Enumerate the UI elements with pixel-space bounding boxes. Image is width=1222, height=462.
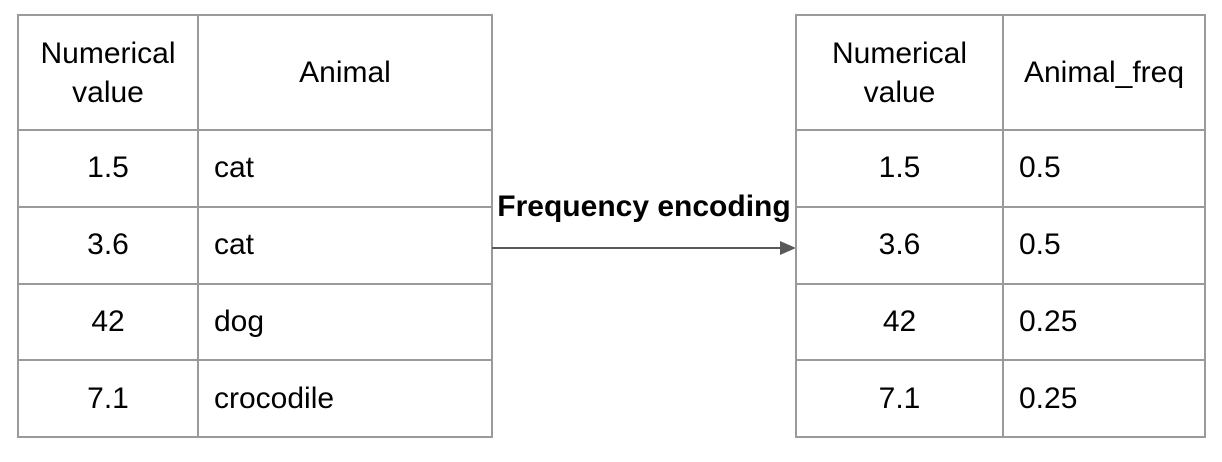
- numerical-value-cell: 42: [882, 304, 917, 338]
- numerical-value-cell: 7.1: [878, 381, 921, 415]
- animal-cell: dog: [197, 284, 491, 360]
- animal-cell: cat: [197, 207, 491, 283]
- frequency-encoding-label: Frequency encoding: [497, 190, 791, 223]
- table-header-row: Numerical value Animal: [19, 16, 491, 129]
- output-table: Numerical value Animal_freq 1.5 0.5 3.6 …: [795, 14, 1206, 438]
- animal-cell: cat: [197, 131, 491, 206]
- animal-freq-cell: 0.25: [1002, 284, 1204, 360]
- animal-freq-cell: 0.25: [1002, 361, 1204, 436]
- table-row: 42 dog: [19, 282, 491, 360]
- numerical-value-cell: 7.1: [87, 381, 129, 415]
- table-row: 3.6 0.5: [797, 205, 1204, 283]
- input-table: Numerical value Animal 1.5 cat 3.6 cat 4…: [17, 14, 493, 438]
- numerical-value-cell: 1.5: [87, 151, 129, 185]
- header-cell-animal: Animal: [197, 16, 491, 129]
- header-label: Animal_freq: [1023, 56, 1185, 89]
- animal-freq-cell: 0.5: [1002, 131, 1204, 206]
- table-row: 7.1 crocodile: [19, 359, 491, 436]
- header-label: Numerical value: [40, 36, 176, 109]
- animal-cell: crocodile: [197, 361, 491, 436]
- table-row: 7.1 0.25: [797, 359, 1204, 436]
- header-cell-numerical-value: Numerical value: [797, 16, 1002, 129]
- right-arrow-icon: [492, 241, 796, 255]
- header-label: Numerical value: [831, 36, 968, 109]
- table-row: 42 0.25: [797, 282, 1204, 360]
- animal-freq-cell: 0.5: [1002, 207, 1204, 283]
- numerical-value-cell: 42: [91, 304, 125, 338]
- numerical-value-cell: 1.5: [878, 151, 921, 185]
- table-header-row: Numerical value Animal_freq: [797, 16, 1204, 129]
- header-label: Animal: [299, 56, 391, 89]
- table-row: 3.6 cat: [19, 205, 491, 283]
- table-row: 1.5 cat: [19, 129, 491, 206]
- numerical-value-cell: 3.6: [87, 228, 129, 262]
- table-row: 1.5 0.5: [797, 129, 1204, 206]
- header-cell-animal-freq: Animal_freq: [1002, 16, 1204, 129]
- numerical-value-cell: 3.6: [878, 228, 921, 262]
- header-cell-numerical-value: Numerical value: [19, 16, 197, 129]
